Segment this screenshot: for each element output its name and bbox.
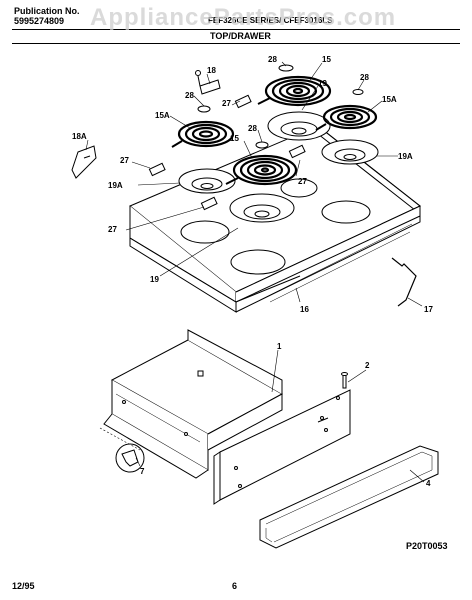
callout-15A: 15A [382, 95, 397, 104]
drip-bowl-19-rear [267, 111, 331, 141]
callout-19: 19 [318, 79, 327, 88]
coil-element-15A-right [315, 104, 378, 131]
drawer-front-panel [213, 389, 351, 505]
callout-15: 15 [322, 55, 331, 64]
callout-18: 18 [207, 66, 216, 75]
drip-bowl-19-front [229, 193, 295, 223]
callout-28: 28 [185, 91, 194, 100]
coil-element-15-rear [257, 75, 332, 107]
callout-15A: 15A [155, 111, 170, 120]
drawer-body-1 [103, 329, 284, 479]
callout-18A: 18A [72, 132, 87, 141]
callout-28: 28 [248, 124, 257, 133]
support-rod-17 [391, 257, 417, 307]
drip-bowl-19A-right [321, 139, 379, 165]
header-rule-top [12, 29, 460, 30]
bracket-18 [195, 70, 221, 95]
diagram-code: P20T0053 [406, 541, 448, 551]
callout-2: 2 [365, 361, 370, 370]
callout-4: 4 [426, 479, 431, 488]
screw-2 [341, 372, 348, 389]
header-rule-bottom [12, 43, 460, 44]
drawer-handle-front-4 [259, 445, 439, 549]
callout-labels: 18 28 15 19 28 28 27 15A 15A 28 15 18A 2… [72, 55, 433, 488]
drawer-glide-7 [115, 443, 145, 473]
model-text: FEF326CE SERIES/ CFEF3016LS [208, 16, 333, 25]
callout-7: 7 [140, 467, 145, 476]
section-title: TOP/DRAWER [210, 31, 271, 41]
publication-label: Publication No. [14, 6, 80, 16]
publication-number: 5995274809 [14, 16, 65, 26]
callout-27: 27 [222, 99, 231, 108]
ring-28 [197, 64, 364, 149]
callout-28: 28 [268, 55, 277, 64]
receptacle-27 [148, 94, 306, 211]
callout-19A: 19A [108, 181, 123, 190]
callout-1: 1 [277, 342, 282, 351]
callout-27: 27 [298, 177, 307, 186]
callout-27: 27 [108, 225, 117, 234]
leader-lines-top [85, 61, 423, 307]
callout-19: 19 [150, 275, 159, 284]
coil-element-15A-left [171, 120, 235, 148]
leader-lines-bottom [99, 349, 425, 483]
callout-28: 28 [360, 73, 369, 82]
drip-bowl-19A-left [178, 168, 236, 194]
callout-27: 27 [120, 156, 129, 165]
callout-16: 16 [300, 305, 309, 314]
coil-element-15-front [225, 154, 298, 186]
callout-15: 15 [230, 134, 239, 143]
callout-17: 17 [424, 305, 433, 314]
footer-date: 12/95 [12, 581, 35, 591]
watermark-logo: AppliancePartsPros.com [90, 4, 397, 31]
callout-19A: 19A [398, 152, 413, 161]
footer-page-number: 6 [232, 581, 238, 591]
bracket-18A [71, 145, 97, 179]
